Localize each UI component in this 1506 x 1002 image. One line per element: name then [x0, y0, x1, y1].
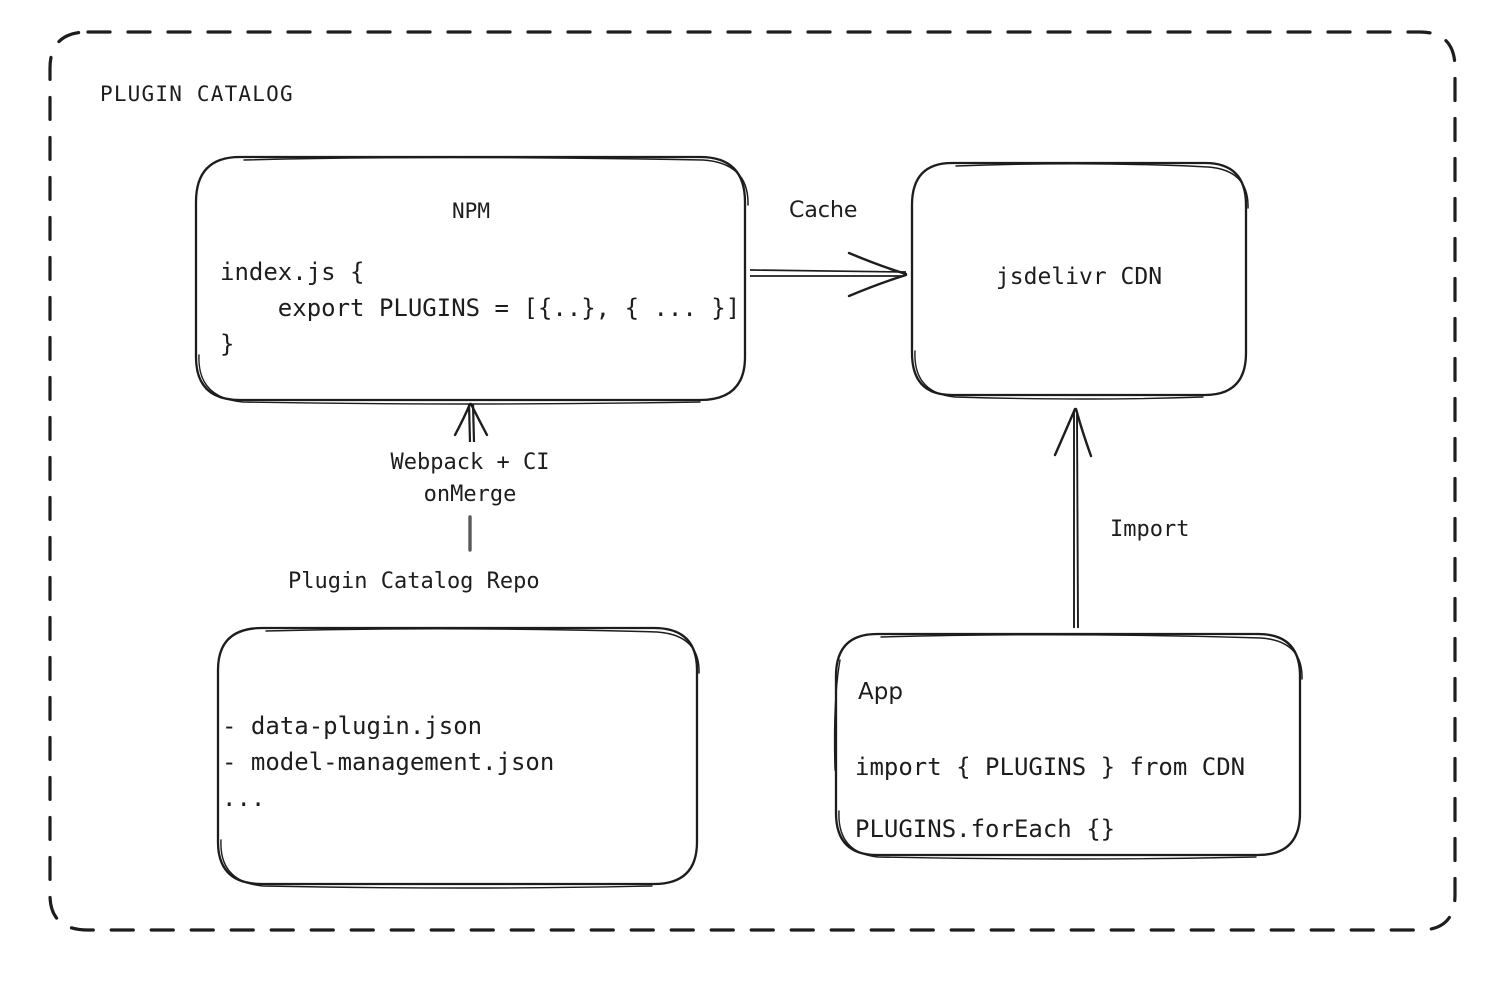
- node-npm-title: NPM: [452, 199, 490, 223]
- edge-cache-arrow: [749, 251, 908, 298]
- edge-label-cache: Cache: [789, 198, 858, 223]
- node-npm[interactable]: [196, 157, 745, 400]
- node-npm-code: index.js { export PLUGINS = [{..}, { ...…: [220, 258, 741, 358]
- node-cdn-title: jsdelivr CDN: [995, 264, 1163, 290]
- node-app-code-line1: import { PLUGINS } from CDN: [855, 753, 1246, 781]
- node-repo-file-list: - data-plugin.json - model-management.js…: [222, 712, 555, 812]
- node-app[interactable]: [836, 634, 1300, 855]
- node-app-title: App: [858, 679, 903, 705]
- node-app-code-line2: PLUGINS.forEach {}: [855, 815, 1116, 843]
- node-app-code: import { PLUGINS } from CDN PLUGINS.forE…: [855, 736, 1245, 860]
- node-repo[interactable]: [218, 628, 697, 884]
- node-cdn[interactable]: [912, 163, 1246, 395]
- group-title: PLUGIN CATALOG: [100, 82, 294, 106]
- node-repo-caption: Plugin Catalog Repo: [288, 569, 540, 594]
- edge-label-webpack-ci: Webpack + CI onMerge: [390, 450, 550, 507]
- edge-label-import: Import: [1110, 517, 1190, 542]
- edge-import-arrow: [1053, 407, 1093, 629]
